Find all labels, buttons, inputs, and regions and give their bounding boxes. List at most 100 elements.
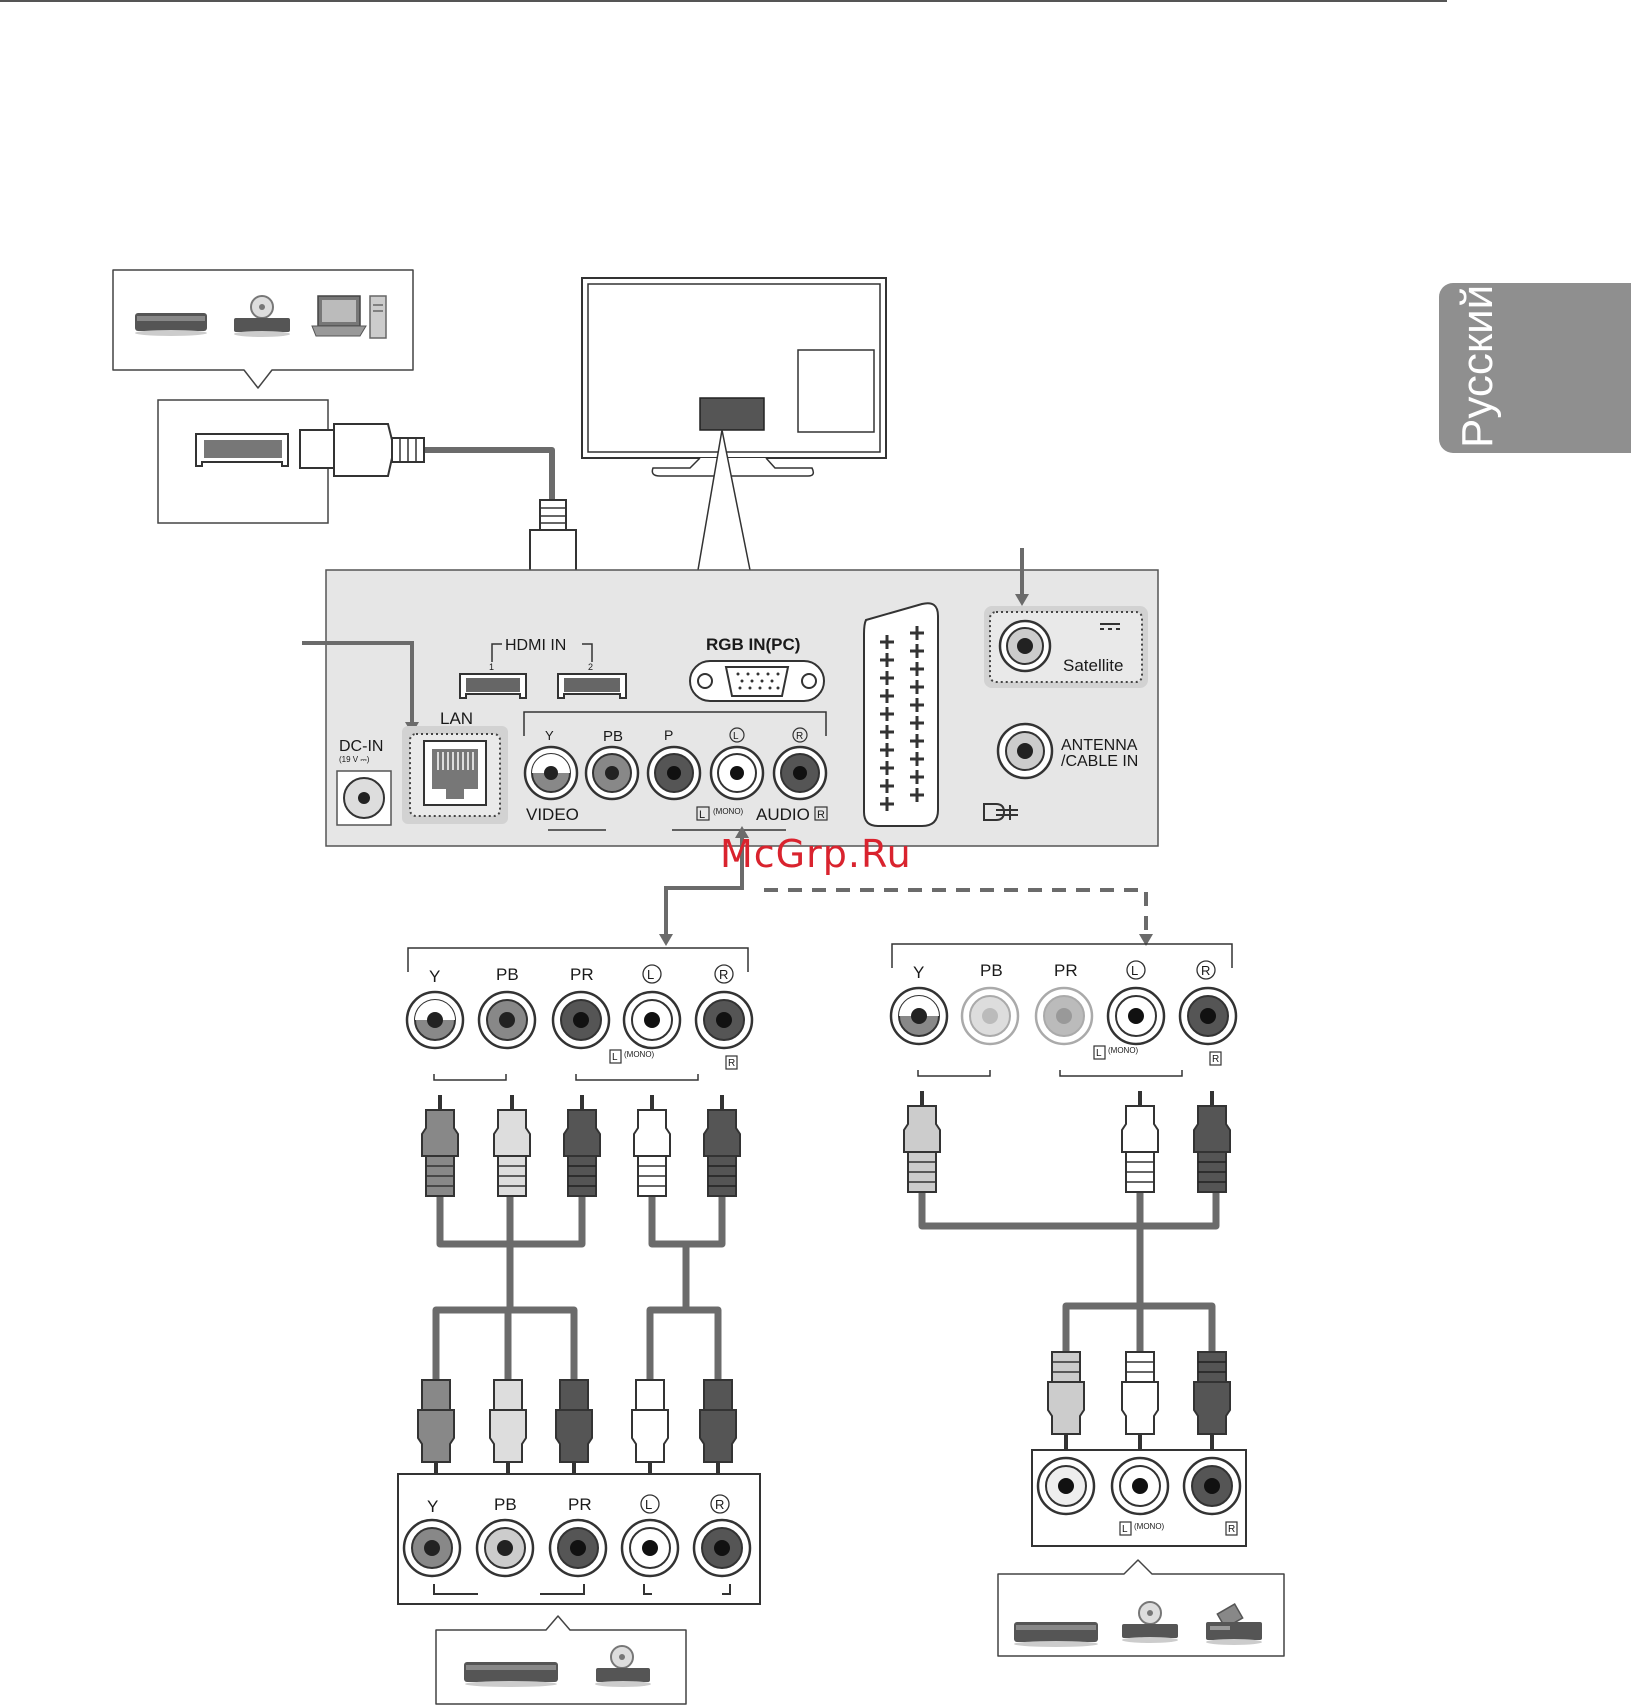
left-device-jack-pb bbox=[477, 1520, 533, 1576]
rgb-in-label: RGB IN(PC) bbox=[706, 635, 800, 654]
tv-illustration bbox=[582, 278, 886, 570]
left-top-plug-pb bbox=[494, 1095, 530, 1196]
right-bottom-plug-l bbox=[1122, 1352, 1158, 1450]
right-bottom-plug-video bbox=[1048, 1352, 1084, 1450]
left-device-label-pr: PR bbox=[568, 1495, 592, 1514]
hdmi-port-2-number: 2 bbox=[588, 662, 593, 672]
right-jack-pb bbox=[962, 988, 1018, 1044]
panel-audio-r: R bbox=[817, 809, 825, 821]
panel-label-pb: PB bbox=[603, 728, 623, 745]
left-label-pb: PB bbox=[496, 965, 519, 984]
left-audio-cable bbox=[650, 1196, 722, 1380]
right-device-jack-r bbox=[1184, 1458, 1240, 1514]
right-device-mono-l: L bbox=[1122, 1524, 1128, 1535]
right-device-mono-label: (MONO) bbox=[1134, 1522, 1165, 1531]
left-device-label-y: Y bbox=[427, 1497, 438, 1516]
left-device-jack-pr bbox=[550, 1520, 606, 1576]
left-r-small: R bbox=[728, 1058, 735, 1069]
panel-jack-r bbox=[774, 747, 826, 799]
av-dashed-arrow bbox=[764, 890, 1146, 936]
right-label-l: L bbox=[1131, 963, 1138, 978]
left-device-callout bbox=[436, 1616, 686, 1704]
panel-label-r: R bbox=[796, 731, 803, 742]
left-bottom-plug-r bbox=[700, 1380, 736, 1478]
left-jack-pb bbox=[479, 992, 535, 1048]
antenna-label-line1: ANTENNA bbox=[1061, 737, 1138, 754]
right-top-plug-l bbox=[1122, 1091, 1158, 1192]
left-jack-l bbox=[624, 992, 680, 1048]
right-label-pr: PR bbox=[1054, 961, 1078, 980]
left-top-plug-pr bbox=[564, 1095, 600, 1196]
blu-ray-player-icon bbox=[135, 313, 207, 336]
left-jack-r bbox=[696, 992, 752, 1048]
right-device-r: R bbox=[1228, 1524, 1235, 1535]
left-device-jack-y bbox=[404, 1520, 460, 1576]
left-top-plug-r bbox=[704, 1095, 740, 1196]
right-device-jack-l bbox=[1112, 1458, 1168, 1514]
right-device-jack-video bbox=[1038, 1458, 1094, 1514]
hdmi-port-1 bbox=[460, 674, 526, 698]
left-device-jack-r bbox=[694, 1520, 750, 1576]
hdmi-in-label: HDMI IN bbox=[505, 637, 566, 654]
right-device-callout bbox=[998, 1560, 1284, 1656]
panel-label-l: L bbox=[733, 731, 739, 742]
left-mono-label: (MONO) bbox=[624, 1050, 655, 1059]
right-jack-r bbox=[1180, 988, 1236, 1044]
left-jack-pr bbox=[553, 992, 609, 1048]
panel-label-p: P bbox=[664, 727, 673, 743]
rgb-vga-port bbox=[690, 661, 824, 701]
left-device-jack-l bbox=[622, 1520, 678, 1576]
right-bottom-plug-r bbox=[1194, 1352, 1230, 1450]
right-top-plug-video bbox=[904, 1091, 940, 1192]
right-mono-label: (MONO) bbox=[1108, 1046, 1139, 1055]
left-device-label-pb: PB bbox=[494, 1495, 517, 1514]
antenna-port bbox=[998, 724, 1052, 778]
antenna-label-line2: /CABLE IN bbox=[1061, 753, 1138, 770]
left-top-plug-y bbox=[422, 1095, 458, 1196]
left-bottom-plug-pr bbox=[556, 1380, 592, 1478]
left-blu-ray-player-icon bbox=[464, 1662, 558, 1687]
right-blu-ray-player-icon bbox=[1014, 1622, 1098, 1647]
hdmi-port-1-number: 1 bbox=[489, 662, 494, 672]
dc-in-port bbox=[337, 771, 391, 825]
panel-jack-y bbox=[525, 747, 577, 799]
left-mono-l: L bbox=[612, 1052, 618, 1063]
right-jack-y bbox=[891, 988, 947, 1044]
left-device-label-r: R bbox=[715, 1497, 724, 1512]
left-jack-y bbox=[407, 992, 463, 1048]
right-label-y: Y bbox=[913, 963, 924, 982]
left-component-cable bbox=[436, 1196, 582, 1380]
watermark: McGrp.Ru bbox=[720, 832, 912, 876]
right-top-plug-r bbox=[1194, 1091, 1230, 1192]
left-label-l: L bbox=[647, 967, 654, 982]
right-r-small: R bbox=[1212, 1054, 1219, 1065]
right-av-cable bbox=[922, 1192, 1216, 1352]
left-top-plug-l bbox=[634, 1095, 670, 1196]
right-mono-l: L bbox=[1096, 1048, 1102, 1059]
scart-port bbox=[864, 603, 938, 826]
left-device-label-l: L bbox=[645, 1497, 652, 1512]
lan-port bbox=[402, 726, 508, 824]
left-bottom-plug-l bbox=[632, 1380, 668, 1478]
language-tab-label: Русский bbox=[1448, 288, 1508, 448]
panel-video-label: VIDEO bbox=[526, 805, 579, 824]
left-bottom-plug-y bbox=[418, 1380, 454, 1478]
lan-label: LAN bbox=[440, 709, 473, 728]
pc-icon bbox=[312, 296, 386, 338]
satellite-port bbox=[984, 606, 1148, 688]
left-label-y: Y bbox=[429, 967, 440, 986]
hdmi-port-2 bbox=[558, 674, 626, 698]
right-label-pb: PB bbox=[980, 961, 1003, 980]
right-jack-l bbox=[1108, 988, 1164, 1044]
panel-jack-l bbox=[711, 747, 763, 799]
right-jack-pr bbox=[1036, 988, 1092, 1044]
satellite-label: Satellite bbox=[1063, 656, 1123, 675]
panel-label-y: Y bbox=[545, 728, 554, 743]
right-label-r: R bbox=[1201, 963, 1210, 978]
dc-in-voltage: (19 V ⎓) bbox=[339, 755, 370, 764]
panel-jack-p bbox=[648, 747, 700, 799]
left-label-r: R bbox=[719, 967, 728, 982]
left-bottom-plug-pb bbox=[490, 1380, 526, 1478]
left-label-pr: PR bbox=[570, 965, 594, 984]
panel-audio-label: AUDIO bbox=[756, 805, 810, 824]
